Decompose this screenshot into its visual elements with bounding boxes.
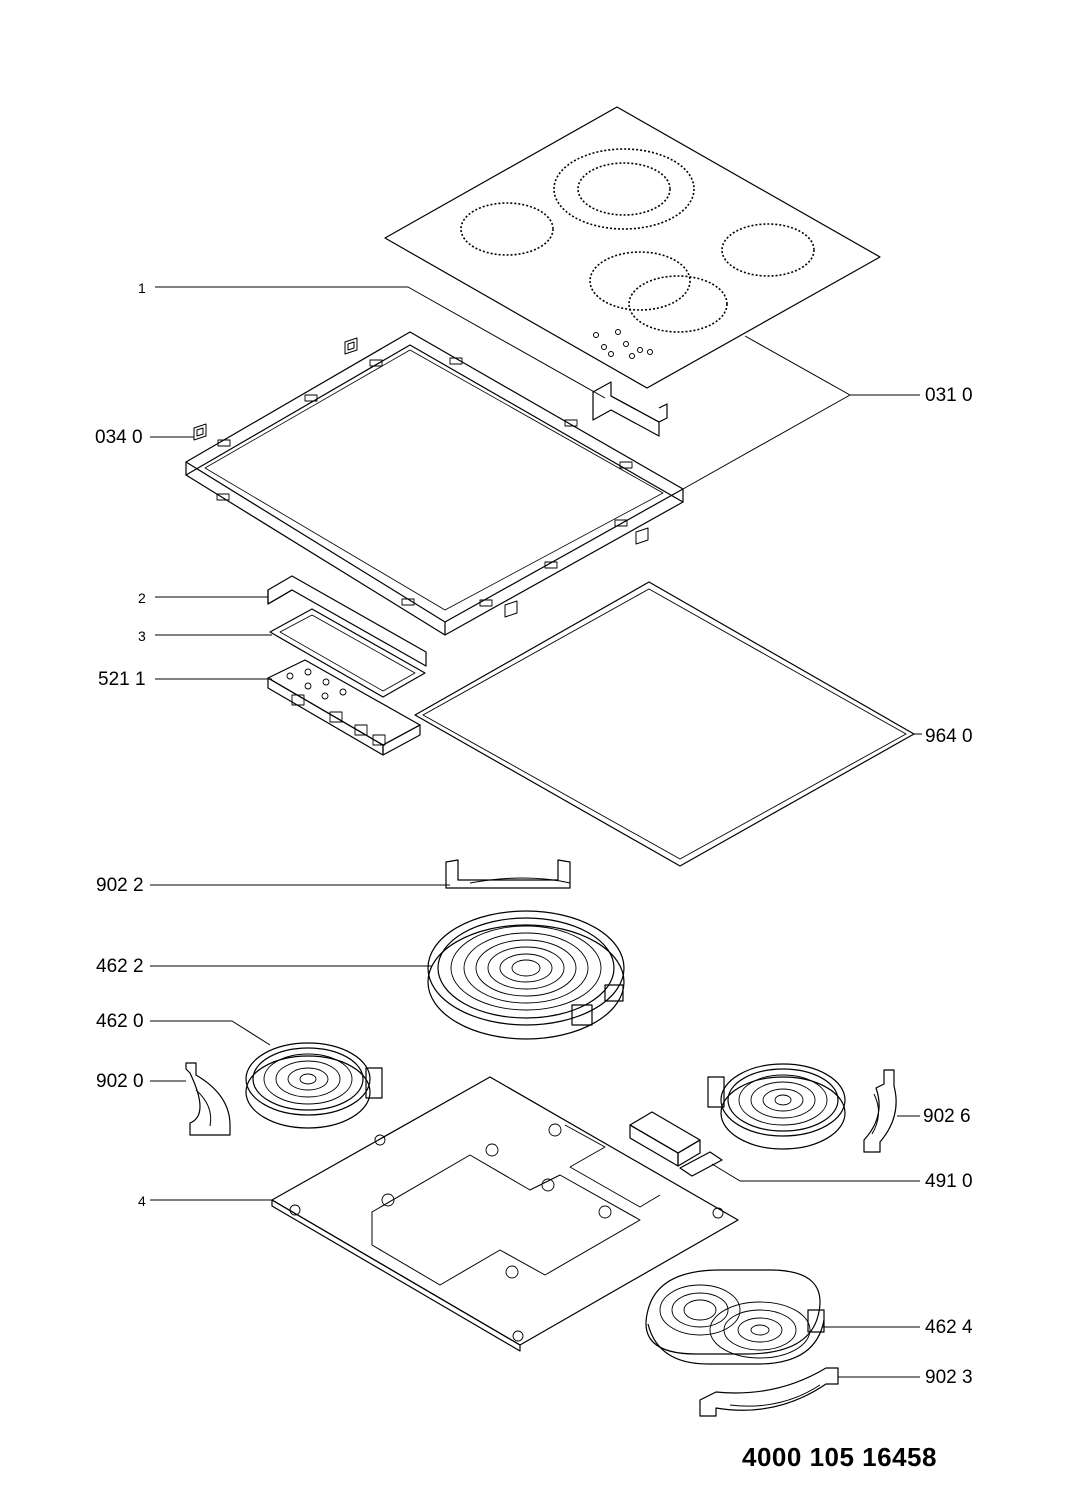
callout-1: 1 bbox=[138, 280, 146, 296]
callout-902-0: 902 0 bbox=[96, 1071, 144, 1092]
part-2-bracket bbox=[267, 575, 427, 667]
callout-462-4: 462 4 bbox=[925, 1317, 973, 1338]
bracket-part-1 bbox=[592, 381, 668, 437]
control-board-part bbox=[267, 659, 421, 756]
callout-034-0: 034 0 bbox=[95, 427, 143, 448]
frame-part bbox=[185, 331, 684, 636]
part-3-plate bbox=[269, 608, 426, 698]
heating-element-4620 bbox=[245, 1042, 383, 1129]
callout-4: 4 bbox=[138, 1193, 146, 1209]
callout-3: 3 bbox=[138, 628, 146, 644]
callout-902-6: 902 6 bbox=[923, 1106, 971, 1127]
bracket-part-9022 bbox=[445, 859, 571, 889]
connector-block-4910 bbox=[629, 1111, 723, 1177]
callout-031-0: 031 0 bbox=[925, 385, 973, 406]
corner-clip-part bbox=[193, 337, 649, 618]
callout-902-3: 902 3 bbox=[925, 1367, 973, 1388]
bracket-part-9023 bbox=[699, 1367, 839, 1417]
document-number: 4000 105 16458 bbox=[742, 1442, 937, 1472]
callout-902-2: 902 2 bbox=[96, 875, 144, 896]
glass-top-part bbox=[384, 106, 881, 389]
heating-element-4622 bbox=[427, 910, 625, 1040]
callout-462-0: 462 0 bbox=[96, 1011, 144, 1032]
heating-element-4624 bbox=[645, 1269, 825, 1365]
callout-521-1: 521 1 bbox=[98, 669, 146, 690]
bracket-part-9020 bbox=[185, 1062, 231, 1136]
callout-2: 2 bbox=[138, 590, 146, 606]
callout-964-0: 964 0 bbox=[925, 726, 973, 747]
callout-462-2: 462 2 bbox=[96, 956, 144, 977]
bracket-part-9026 bbox=[863, 1069, 897, 1153]
callout-491-0: 491 0 bbox=[925, 1171, 973, 1192]
gasket-part bbox=[414, 581, 915, 867]
leader-lines bbox=[150, 286, 922, 1378]
base-tray-part bbox=[271, 1076, 739, 1352]
heating-element-4626 bbox=[707, 1063, 846, 1150]
